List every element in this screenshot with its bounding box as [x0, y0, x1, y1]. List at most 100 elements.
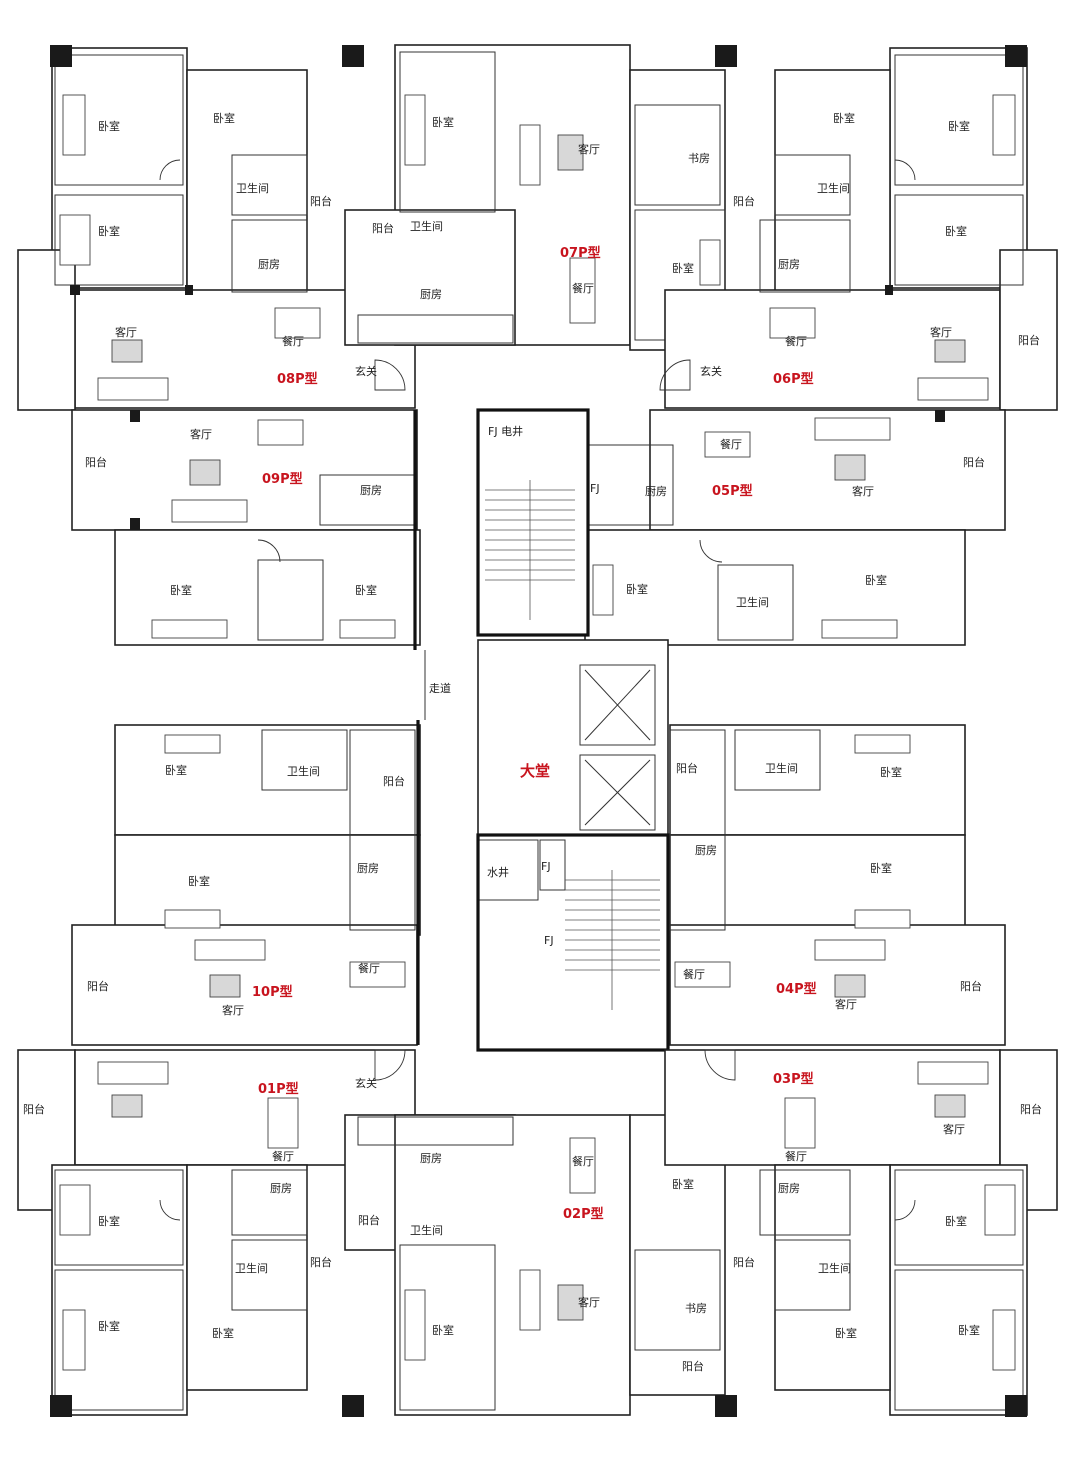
room-bedroom: 卧室	[432, 1323, 454, 1337]
unit-10-block	[71, 724, 421, 1046]
unit-label-07: 07P型	[560, 245, 601, 261]
unit-label-01: 01P型	[258, 1081, 299, 1097]
lower-stair	[565, 870, 660, 1010]
room-kitchen: 厨房	[778, 1182, 800, 1195]
room-kitchen: 厨房	[357, 862, 379, 875]
core-block	[476, 408, 670, 1052]
room-bedroom: 卧室	[945, 1214, 967, 1228]
room-bedroom: 卧室	[98, 119, 120, 133]
room-dining: 餐厅	[785, 1149, 807, 1163]
room-kitchen: 厨房	[645, 485, 667, 498]
room-balcony: 阳台	[310, 194, 332, 208]
room-living: 客厅	[115, 325, 137, 339]
room-kitchen: 厨房	[420, 1152, 442, 1165]
room-bedroom: 卧室	[98, 1319, 120, 1333]
unit-01-block	[17, 1049, 416, 1417]
room-bedroom: 卧室	[958, 1323, 980, 1337]
unit-label-04: 04P型	[776, 981, 817, 997]
room-foyer: 玄关	[700, 364, 722, 378]
door-swings	[159, 159, 916, 1221]
room-bedroom: 卧室	[212, 1326, 234, 1340]
room-dining: 餐厅	[572, 1154, 594, 1168]
room-living: 客厅	[578, 142, 600, 156]
room-balcony: 阳台	[310, 1255, 332, 1269]
room-dining: 餐厅	[785, 334, 807, 348]
room-kitchen: 厨房	[695, 844, 717, 857]
unit-label-10: 10P型	[252, 984, 293, 1000]
room-dining: 餐厅	[572, 281, 594, 295]
unit-label-08: 08P型	[277, 371, 318, 387]
room-bedroom: 卧室	[98, 224, 120, 238]
room-bedroom: 卧室	[672, 1177, 694, 1191]
room-living: 客厅	[930, 325, 952, 339]
room-bedroom: 卧室	[672, 261, 694, 275]
fj-label: FJ	[544, 934, 554, 947]
water-shaft-label: 水井	[487, 865, 509, 879]
unit-label-06: 06P型	[773, 371, 814, 387]
room-bath: 卫生间	[410, 1223, 443, 1237]
room-bedroom: 卧室	[835, 1326, 857, 1340]
room-study: 书房	[688, 152, 710, 165]
room-balcony: 阳台	[372, 221, 394, 235]
room-bedroom: 卧室	[170, 583, 192, 597]
electric-shaft-label: FJ 电井	[488, 424, 523, 438]
room-foyer: 玄关	[355, 364, 377, 378]
room-bedroom: 卧室	[355, 583, 377, 597]
room-bath: 卫生间	[736, 595, 769, 609]
elevator-2	[584, 759, 651, 826]
room-bedroom: 卧室	[98, 1214, 120, 1228]
room-balcony: 阳台	[733, 1255, 755, 1269]
room-balcony: 阳台	[1018, 333, 1040, 347]
room-living: 客厅	[190, 427, 212, 441]
unit-09-block	[71, 409, 421, 646]
unit-label-02: 02P型	[563, 1206, 604, 1222]
room-balcony: 阳台	[87, 979, 109, 993]
room-bath: 卫生间	[235, 1261, 268, 1275]
room-bedroom: 卧室	[213, 111, 235, 125]
room-dining: 餐厅	[683, 967, 705, 981]
room-bath: 卫生间	[817, 181, 850, 195]
room-living: 客厅	[835, 997, 857, 1011]
unit-label-09: 09P型	[262, 471, 303, 487]
room-living: 客厅	[943, 1122, 965, 1136]
room-kitchen: 厨房	[778, 258, 800, 271]
room-kitchen: 厨房	[360, 484, 382, 497]
room-foyer: 玄关	[355, 1076, 377, 1090]
room-balcony: 阳台	[23, 1102, 45, 1116]
unit-labels: 07P型 08P型 06P型 09P型 05P型 10P型 04P型 01P型 …	[252, 245, 817, 1222]
elevator-1	[584, 669, 651, 741]
room-dining: 餐厅	[720, 437, 742, 451]
room-bath: 卫生间	[765, 761, 798, 775]
room-bedroom: 卧室	[870, 861, 892, 875]
room-balcony: 阳台	[960, 979, 982, 993]
unit-05-block	[584, 409, 1006, 646]
unit-07-block	[342, 44, 737, 351]
fj-label: FJ	[541, 860, 551, 873]
unit-label-05: 05P型	[712, 483, 753, 499]
corridor-label: 走道	[429, 681, 451, 695]
room-balcony: 阳台	[383, 774, 405, 788]
room-bath: 卫生间	[287, 764, 320, 778]
room-bedroom: 卧室	[626, 582, 648, 596]
unit-08-block	[17, 45, 416, 411]
fj-label: FJ	[590, 482, 600, 495]
room-dining: 餐厅	[282, 334, 304, 348]
room-bedroom: 卧室	[880, 765, 902, 779]
room-balcony: 阳台	[682, 1359, 704, 1373]
room-bedroom: 卧室	[165, 763, 187, 777]
room-bath: 卫生间	[410, 219, 443, 233]
room-study: 书房	[685, 1302, 707, 1315]
room-bath: 卫生间	[818, 1261, 851, 1275]
room-bedroom: 卧室	[432, 115, 454, 129]
room-bedroom: 卧室	[945, 224, 967, 238]
room-living: 客厅	[852, 484, 874, 498]
room-balcony: 阳台	[733, 194, 755, 208]
room-balcony: 阳台	[1020, 1102, 1042, 1116]
room-bedroom: 卧室	[948, 119, 970, 133]
room-labels: 卧室 卧室 卧室 卫生间 阳台 厨房 客厅 餐厅 玄关 卧室 客厅 书房 阳台 …	[23, 111, 1042, 1373]
room-living: 客厅	[222, 1003, 244, 1017]
room-balcony: 阳台	[85, 455, 107, 469]
room-kitchen: 厨房	[270, 1182, 292, 1195]
lobby-label: 大堂	[520, 762, 550, 780]
